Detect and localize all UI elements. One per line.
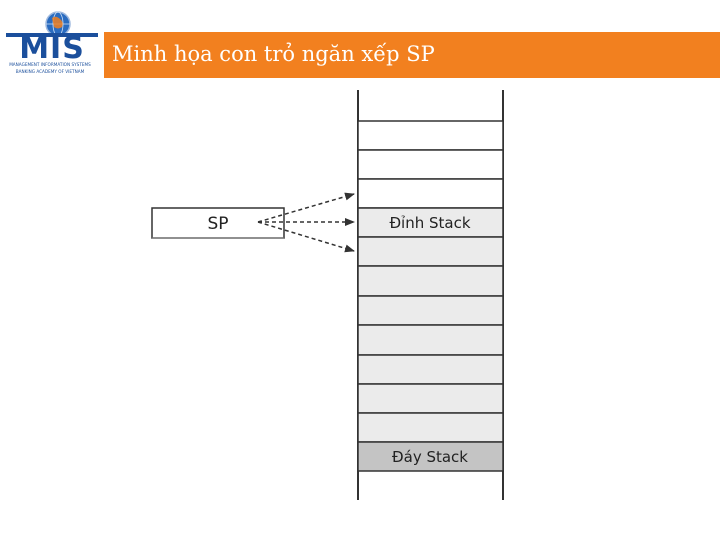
svg-text:MANAGEMENT INFORMATION SYSTEMS: MANAGEMENT INFORMATION SYSTEMS <box>9 62 91 67</box>
stack-cell-empty <box>357 120 504 151</box>
sp-register-box <box>151 207 285 239</box>
stack-bottom-cell <box>357 441 504 472</box>
stack-cell-filled <box>357 412 504 443</box>
stack-top-label: Đỉnh Stack <box>389 214 470 232</box>
stack-bottom-label: Đáy Stack <box>392 448 468 466</box>
mis-logo: MIS MANAGEMENT INFORMATION SYSTEMS BANKI… <box>6 11 98 74</box>
stack-cell-filled <box>357 236 504 267</box>
title-bar: Minh họa con trỏ ngăn xếp SP <box>104 32 720 78</box>
stack-cell-filled <box>357 265 504 297</box>
stack-cell-filled <box>357 295 504 326</box>
stack-cell-filled <box>357 383 504 414</box>
sp-label: SP <box>207 214 228 234</box>
svg-text:BANKING ACADEMY OF VIETNAM: BANKING ACADEMY OF VIETNAM <box>16 69 85 74</box>
arrow-push-dashed <box>257 192 355 223</box>
stack-cell-empty <box>357 149 504 180</box>
stack-cell-empty <box>357 178 504 209</box>
stack-cell-filled <box>357 354 504 385</box>
arrow-pop-dashed <box>257 221 355 253</box>
slide-title: Minh họa con trỏ ngăn xếp SP <box>112 42 435 66</box>
stack-cell-filled <box>357 324 504 356</box>
